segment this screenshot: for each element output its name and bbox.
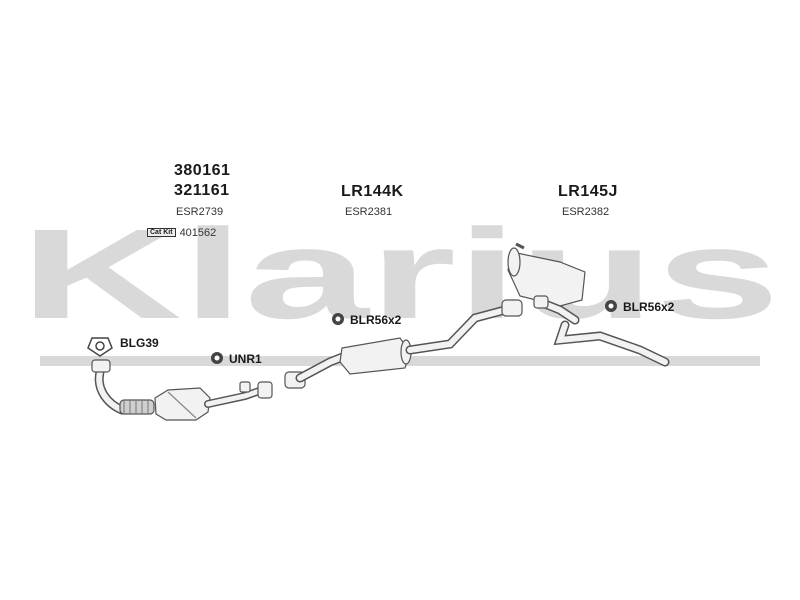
catalytic-converter <box>154 387 211 421</box>
esr-code: ESR2382 <box>562 206 610 218</box>
middle-silencer <box>339 337 411 375</box>
rear-section[interactable] <box>507 242 670 367</box>
part-number-lr145j[interactable]: LR145J <box>558 183 618 200</box>
middle-section[interactable] <box>284 299 523 389</box>
rubber-mount-icon <box>332 313 344 325</box>
accessory-label-blg39[interactable]: BLG39 <box>120 336 159 350</box>
part-number-321161[interactable]: 321161 <box>174 182 230 199</box>
accessory-label-blr56x2[interactable]: BLR56x2 <box>623 300 675 314</box>
accessory-label-blr56x2[interactable]: BLR56x2 <box>350 313 402 327</box>
part-number-380161[interactable]: 380161 <box>174 162 231 179</box>
cat-kit-badge: Cat Kit <box>147 228 176 238</box>
rubber-mount-icon <box>605 300 617 312</box>
middle-outlet-clamp <box>501 299 523 317</box>
rear-silencer <box>507 251 586 307</box>
flex-section <box>119 399 155 415</box>
watermark-text: Klarius <box>20 203 780 346</box>
esr-code: ESR2381 <box>345 206 393 218</box>
cat-outlet-flange <box>257 381 273 399</box>
cat-kit-number[interactable]: 401562 <box>179 226 217 239</box>
esr-code: ESR2739 <box>176 206 224 218</box>
rubber-mount-icon <box>211 352 223 364</box>
rear-inlet-clamp <box>533 295 549 309</box>
accessory-label-unr1[interactable]: UNR1 <box>229 352 262 366</box>
part-number-lr144k[interactable]: LR144K <box>341 183 404 200</box>
gasket-icon <box>87 337 113 357</box>
front-pipe-catalyst[interactable] <box>91 359 273 421</box>
downpipe-flange <box>91 359 111 373</box>
